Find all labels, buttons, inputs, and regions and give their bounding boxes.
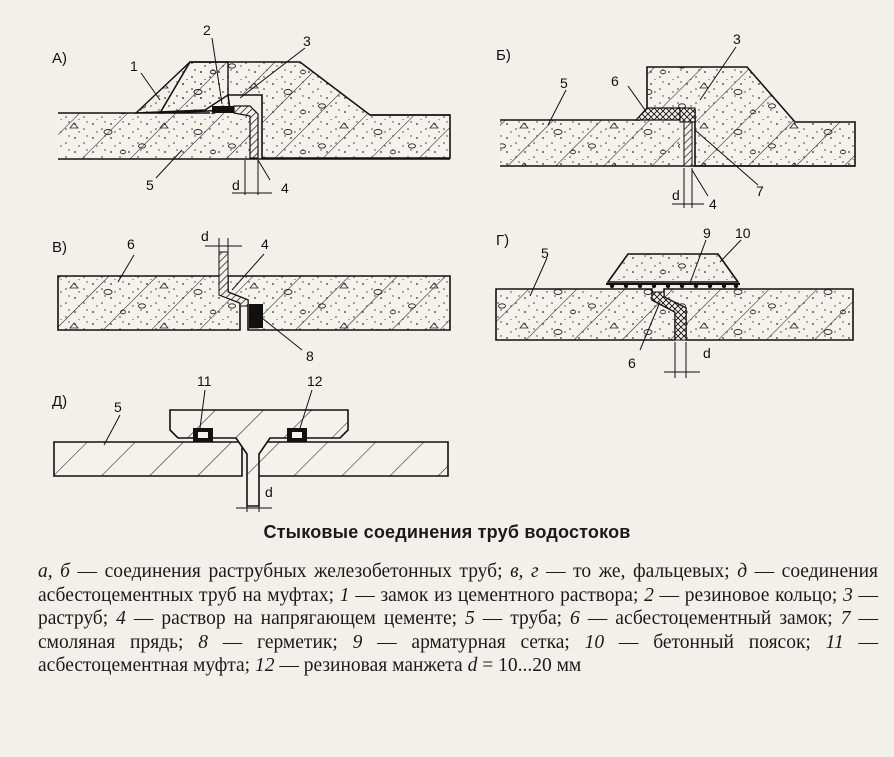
panel-d: Д) 5 11 12 d — [52, 373, 449, 512]
panel-b-callout-4: 4 — [709, 196, 717, 212]
panel-d-callout-5: 5 — [114, 399, 122, 415]
panel-d-dimension-d: d — [265, 484, 273, 500]
panel-d-pipe-left — [53, 441, 243, 477]
legend-key: 12 — [254, 655, 275, 676]
panel-v-callout-4: 4 — [261, 236, 269, 252]
panel-v-dimension-d: d — [201, 228, 209, 244]
panel-b-callout-3: 3 — [733, 31, 741, 47]
legend-text: = 10...20 мм — [477, 655, 582, 676]
panel-g-letter: Г) — [496, 232, 509, 249]
legend-key: 8 — [198, 631, 208, 653]
panel-b-letter: Б) — [496, 47, 511, 64]
legend-text: — асбестоцементный замок; — [579, 608, 841, 629]
panel-a-callout-4: 4 — [281, 180, 289, 196]
panel-a-pipe-left-fill — [58, 113, 258, 159]
panel-a-dimension-d: d — [232, 177, 240, 193]
panel-a-callout-3: 3 — [303, 33, 311, 49]
legend-key: 6 — [570, 608, 580, 629]
panel-g-callout-9: 9 — [703, 225, 711, 241]
panel-g-callout-6: 6 — [628, 355, 636, 371]
legend-key: 9 — [352, 631, 363, 653]
legend-text: — раствор на напрягающем цементе; — [125, 608, 466, 629]
legend-text: — соединения асбестоцементных труб на му… — [38, 561, 878, 606]
panel-v-callout-6: 6 — [127, 236, 135, 252]
legend-text: — резиновое кольцо; — [653, 584, 844, 606]
panel-g: Г) 5 9 10 6 d — [495, 225, 854, 378]
legend-text: — герметик; — [207, 631, 353, 653]
panel-b-callout-6: 6 — [611, 73, 619, 89]
legend-key: 10 — [584, 631, 605, 653]
legend-text: — смоляная прядь; — [38, 608, 878, 653]
legend-key: 4 — [116, 608, 126, 629]
panel-g-dimension-d: d — [703, 345, 711, 361]
legend-text: — резиновая манжета — [274, 655, 468, 676]
panel-g-callout-10: 10 — [735, 225, 751, 241]
legend-key: 5 — [465, 608, 475, 629]
panel-b-callout-5: 5 — [560, 75, 568, 91]
legend-key: d — [467, 655, 478, 676]
panel-d-callout-12: 12 — [307, 373, 323, 389]
panel-a-mortar-gap — [233, 105, 259, 159]
panel-v: В) 6 4 8 d — [52, 228, 451, 364]
panel-b: Б) 3 5 6 7 4 d — [496, 31, 856, 212]
legend-text: — раструб; — [38, 584, 879, 630]
legend-key: 2 — [644, 584, 654, 606]
panel-v-callout-8: 8 — [306, 348, 314, 364]
legend-text: — бетонный поясок; — [604, 631, 826, 653]
panel-a-callout-5: 5 — [146, 177, 154, 193]
legend-text: — асбестоцементная муфта; — [38, 631, 878, 677]
panel-d-pipe-right — [256, 441, 449, 477]
panel-v-sealant — [249, 304, 263, 328]
pipe-joint-figure: А) 1 2 3 5 4 d Б) 3 5 6 7 4 d — [52, 22, 856, 512]
legend-key: 3 — [843, 584, 853, 606]
panel-b-mortar-gap — [683, 121, 693, 167]
legend-key: в, г — [510, 561, 539, 582]
legend-key: а, б — [38, 561, 70, 582]
panel-a-rubber-ring — [212, 106, 234, 113]
panel-a: А) 1 2 3 5 4 d — [52, 22, 451, 196]
panel-g-concrete-band — [606, 253, 740, 283]
panel-g-callout-5: 5 — [541, 245, 549, 261]
legend-key: д — [737, 561, 748, 582]
legend-key: 11 — [825, 631, 844, 653]
panel-b-resin-strand — [679, 107, 696, 123]
panel-a-callout-2: 2 — [203, 22, 211, 38]
panel-a-letter: А) — [52, 50, 67, 67]
figure-legend: а, б — соединения раструбных железобетон… — [38, 560, 878, 678]
panel-d-letter: Д) — [52, 393, 67, 410]
figure-title: Стыковые соединения труб водостоков — [263, 522, 631, 542]
panel-a-cement-lock — [134, 61, 229, 114]
panel-d-callout-11: 11 — [197, 373, 212, 389]
panel-b-asbestos-lock — [634, 107, 681, 121]
legend-text: — арматурная сетка; — [362, 631, 585, 653]
legend-key: 7 — [840, 608, 851, 629]
panel-b-callout-7: 7 — [756, 183, 764, 199]
legend-text: — замок из цементного раствора; — [349, 584, 645, 606]
legend-text: — то же, фальцевых; — [538, 561, 738, 582]
legend-key: 1 — [339, 584, 350, 606]
legend-text: — соединения раструбных железобетонных т… — [69, 561, 511, 582]
panel-b-dimension-d: d — [672, 187, 680, 203]
panel-a-callout-1: 1 — [130, 58, 138, 74]
panel-v-letter: В) — [52, 239, 67, 256]
legend-text: — труба; — [474, 608, 571, 629]
panel-g-mesh-nodes — [609, 283, 739, 289]
